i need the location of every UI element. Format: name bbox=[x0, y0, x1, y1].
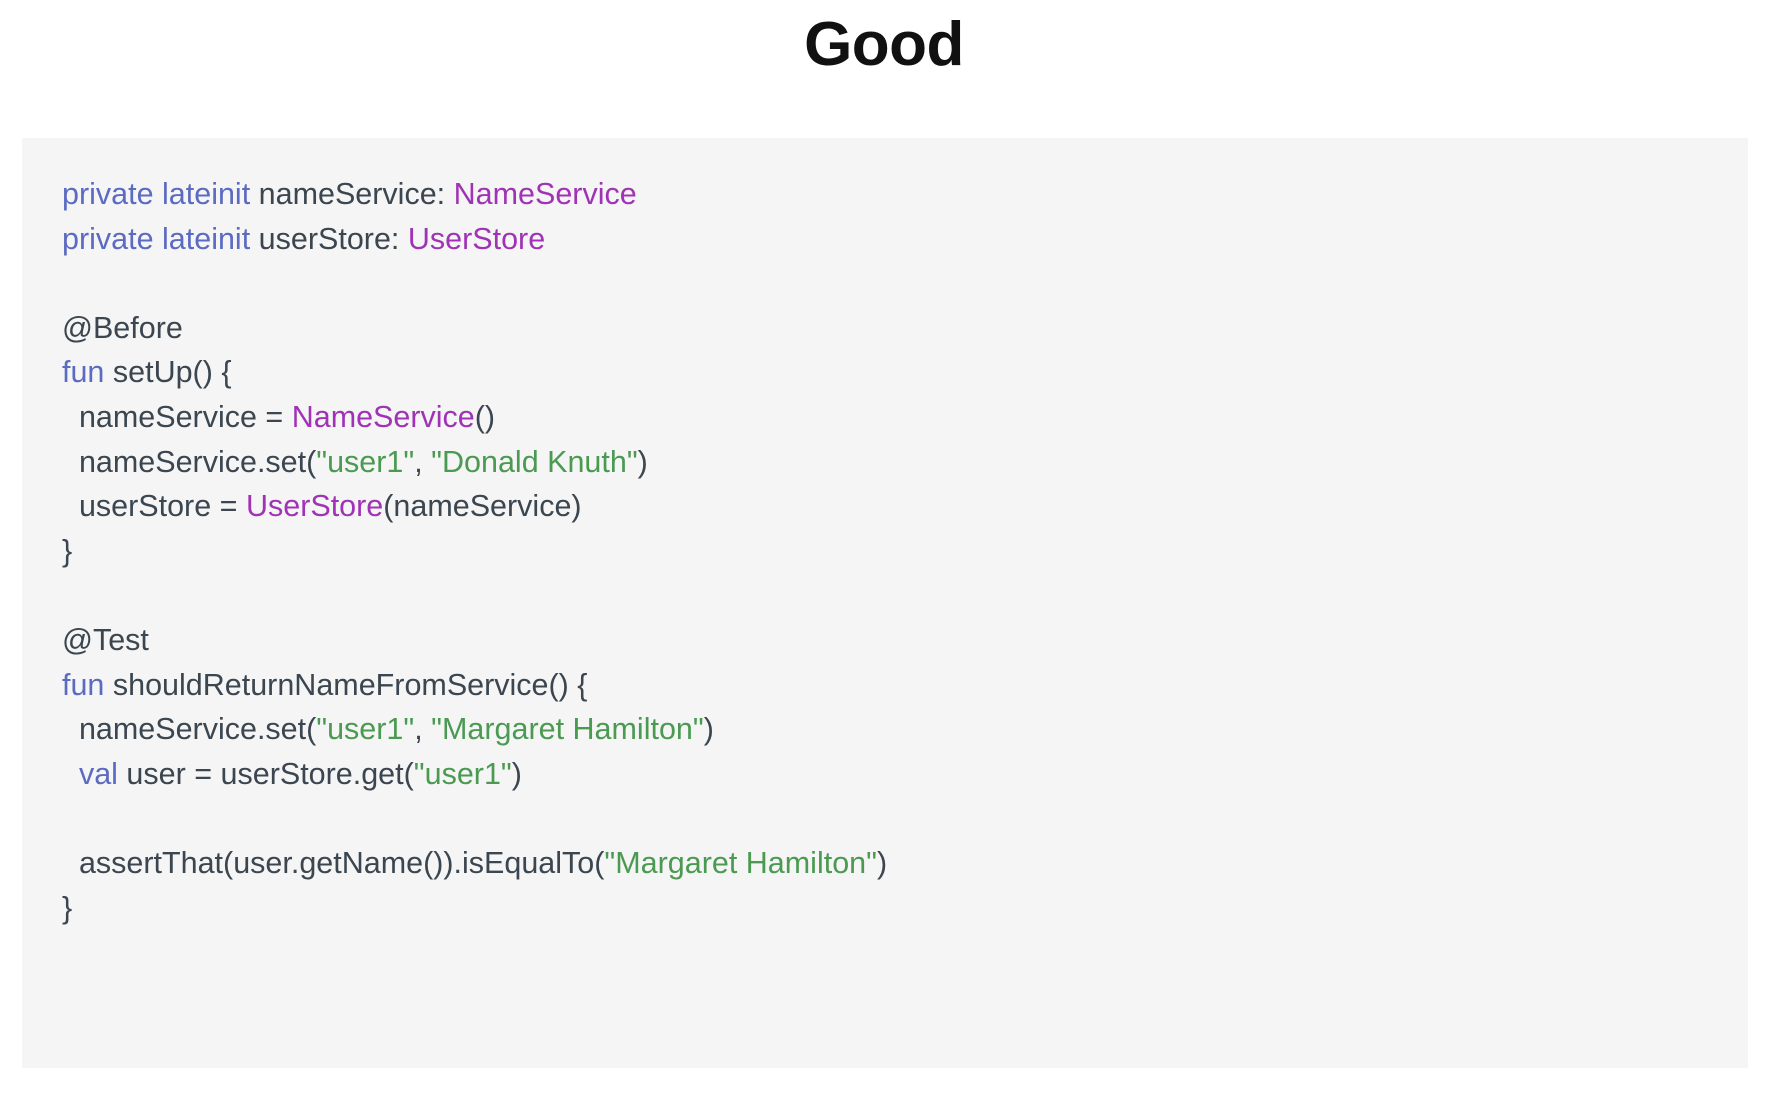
code-line: private lateinit nameService: NameServic… bbox=[62, 172, 1748, 217]
code-token-plain: userStore = bbox=[62, 489, 246, 524]
code-token-plain: nameService = bbox=[62, 399, 292, 434]
code-line: nameService = NameService() bbox=[62, 395, 1748, 440]
code-token-plain: , bbox=[414, 444, 432, 479]
code-token-plain: setUp() { bbox=[104, 355, 232, 390]
code-token-keyword: private lateinit bbox=[62, 221, 259, 256]
code-token-plain: nameService: bbox=[258, 177, 454, 211]
code-token-plain: ) bbox=[637, 444, 648, 479]
code-token-type: UserStore bbox=[245, 489, 384, 524]
code-token-anno: @Before bbox=[62, 310, 183, 345]
code-block: private lateinit nameService: NameServic… bbox=[22, 138, 1748, 1068]
code-line: } bbox=[62, 886, 1748, 931]
code-line: nameService.set("user1", "Margaret Hamil… bbox=[62, 707, 1748, 752]
code-token-anno: @Test bbox=[62, 622, 149, 657]
code-token-plain: ) bbox=[876, 845, 888, 880]
code-token-string: "Margaret Hamilton" bbox=[431, 712, 704, 747]
code-token-plain: () bbox=[474, 399, 496, 434]
code-token-type: NameService bbox=[453, 177, 637, 211]
code-token-plain: userStore: bbox=[258, 221, 408, 256]
code-token-plain: ) bbox=[511, 756, 522, 791]
code-token-plain: user = userStore.get( bbox=[117, 756, 414, 791]
code-token-plain: nameService.set( bbox=[62, 712, 317, 747]
code-token-type: NameService bbox=[291, 399, 475, 434]
code-token-string: "user1" bbox=[413, 756, 512, 791]
code-token-keyword: fun bbox=[62, 355, 105, 390]
code-token-plain bbox=[62, 757, 79, 791]
code-line: @Test bbox=[62, 618, 1748, 663]
code-token-string: "user1" bbox=[316, 712, 415, 747]
code-token-plain: , bbox=[414, 712, 432, 747]
code-token-plain: } bbox=[62, 890, 73, 925]
code-line: userStore = UserStore(nameService) bbox=[62, 484, 1748, 529]
code-token-keyword: fun bbox=[62, 667, 105, 702]
code-line bbox=[62, 796, 1748, 841]
code-token-plain: (nameService) bbox=[383, 489, 582, 524]
code-token-type: UserStore bbox=[407, 221, 546, 256]
code-line: } bbox=[62, 529, 1748, 574]
code-line: val user = userStore.get("user1") bbox=[62, 752, 1748, 797]
page-title: Good bbox=[804, 10, 964, 79]
code-line: @Before bbox=[62, 306, 1748, 351]
code-line bbox=[62, 573, 1748, 618]
code-token-plain: assertThat(user.getName()).isEqualTo( bbox=[62, 845, 605, 880]
code-token-keyword: val bbox=[78, 756, 118, 791]
code-line: nameService.set("user1", "Donald Knuth") bbox=[62, 440, 1748, 485]
code-line: fun shouldReturnNameFromService() { bbox=[62, 663, 1748, 708]
code-token-plain: shouldReturnNameFromService() { bbox=[104, 667, 588, 702]
code-token-plain: nameService.set( bbox=[62, 444, 317, 479]
code-line: private lateinit userStore: UserStore bbox=[62, 217, 1748, 262]
code-token-plain: ) bbox=[703, 712, 714, 747]
code-line: fun setUp() { bbox=[62, 350, 1748, 395]
code-token-keyword: private lateinit bbox=[62, 177, 259, 211]
code-line: assertThat(user.getName()).isEqualTo("Ma… bbox=[62, 841, 1748, 886]
code-line bbox=[62, 261, 1748, 306]
code-token-string: "user1" bbox=[316, 444, 415, 479]
code-token-string: "Donald Knuth" bbox=[431, 444, 638, 479]
code-token-string: "Margaret Hamilton" bbox=[604, 845, 877, 880]
code-token-plain: } bbox=[62, 533, 73, 568]
